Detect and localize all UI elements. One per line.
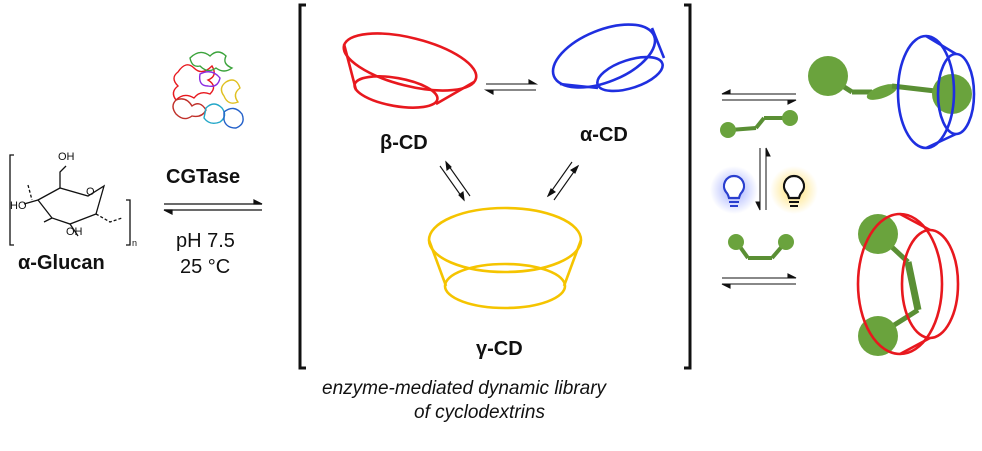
blue-light-bulb-icon (710, 166, 758, 214)
alpha-cd-trans-complex (808, 34, 976, 150)
equilibrium-arrow-gamma-complex (721, 273, 797, 289)
cis-azobenzene-guest (728, 234, 794, 260)
equilibrium-arrow-alpha-complex (721, 89, 797, 105)
library-caption-line1: enzyme-mediated dynamic library (322, 378, 607, 399)
library-caption-line2: of cyclodextrins (414, 402, 545, 423)
gamma-cd-cone (427, 206, 583, 310)
gamma-cd-cis-complex (856, 212, 960, 356)
trans-azobenzene-guest (720, 110, 798, 138)
equilibrium-arrow-beta-gamma (439, 160, 471, 202)
glucose-ring-structure (9, 154, 131, 246)
gamma-cd-label: γ-CD (476, 338, 523, 360)
glucan-label: α-Glucan (18, 252, 105, 274)
alpha-cd-label: α-CD (580, 124, 628, 146)
alpha-cd-cone (551, 23, 666, 93)
reaction-temperature: 25 °C (180, 256, 231, 278)
equilibrium-arrow-beta-alpha (483, 79, 539, 95)
enzyme-name: CGTase (166, 166, 241, 188)
beta-cd-cone (342, 32, 478, 109)
cgtase-protein-icon (172, 51, 244, 129)
library-brackets (298, 3, 692, 370)
glucan-oh-bottom-label: OH (66, 226, 83, 238)
equilibrium-arrow-alpha-gamma (546, 161, 580, 201)
beta-cd-label: β-CD (380, 132, 428, 154)
reaction-ph: pH 7.5 (176, 230, 235, 252)
glucan-oh-top-label: OH (58, 151, 75, 163)
equilibrium-arrow-main (163, 199, 263, 215)
yellow-light-bulb-icon (770, 166, 818, 214)
glucan-ring-o-label: O (86, 186, 95, 198)
glucan-ho-left-label: HO (10, 200, 27, 212)
photo-switch-arrows (755, 147, 771, 211)
glucan-repeat-n-label: n (132, 238, 138, 248)
